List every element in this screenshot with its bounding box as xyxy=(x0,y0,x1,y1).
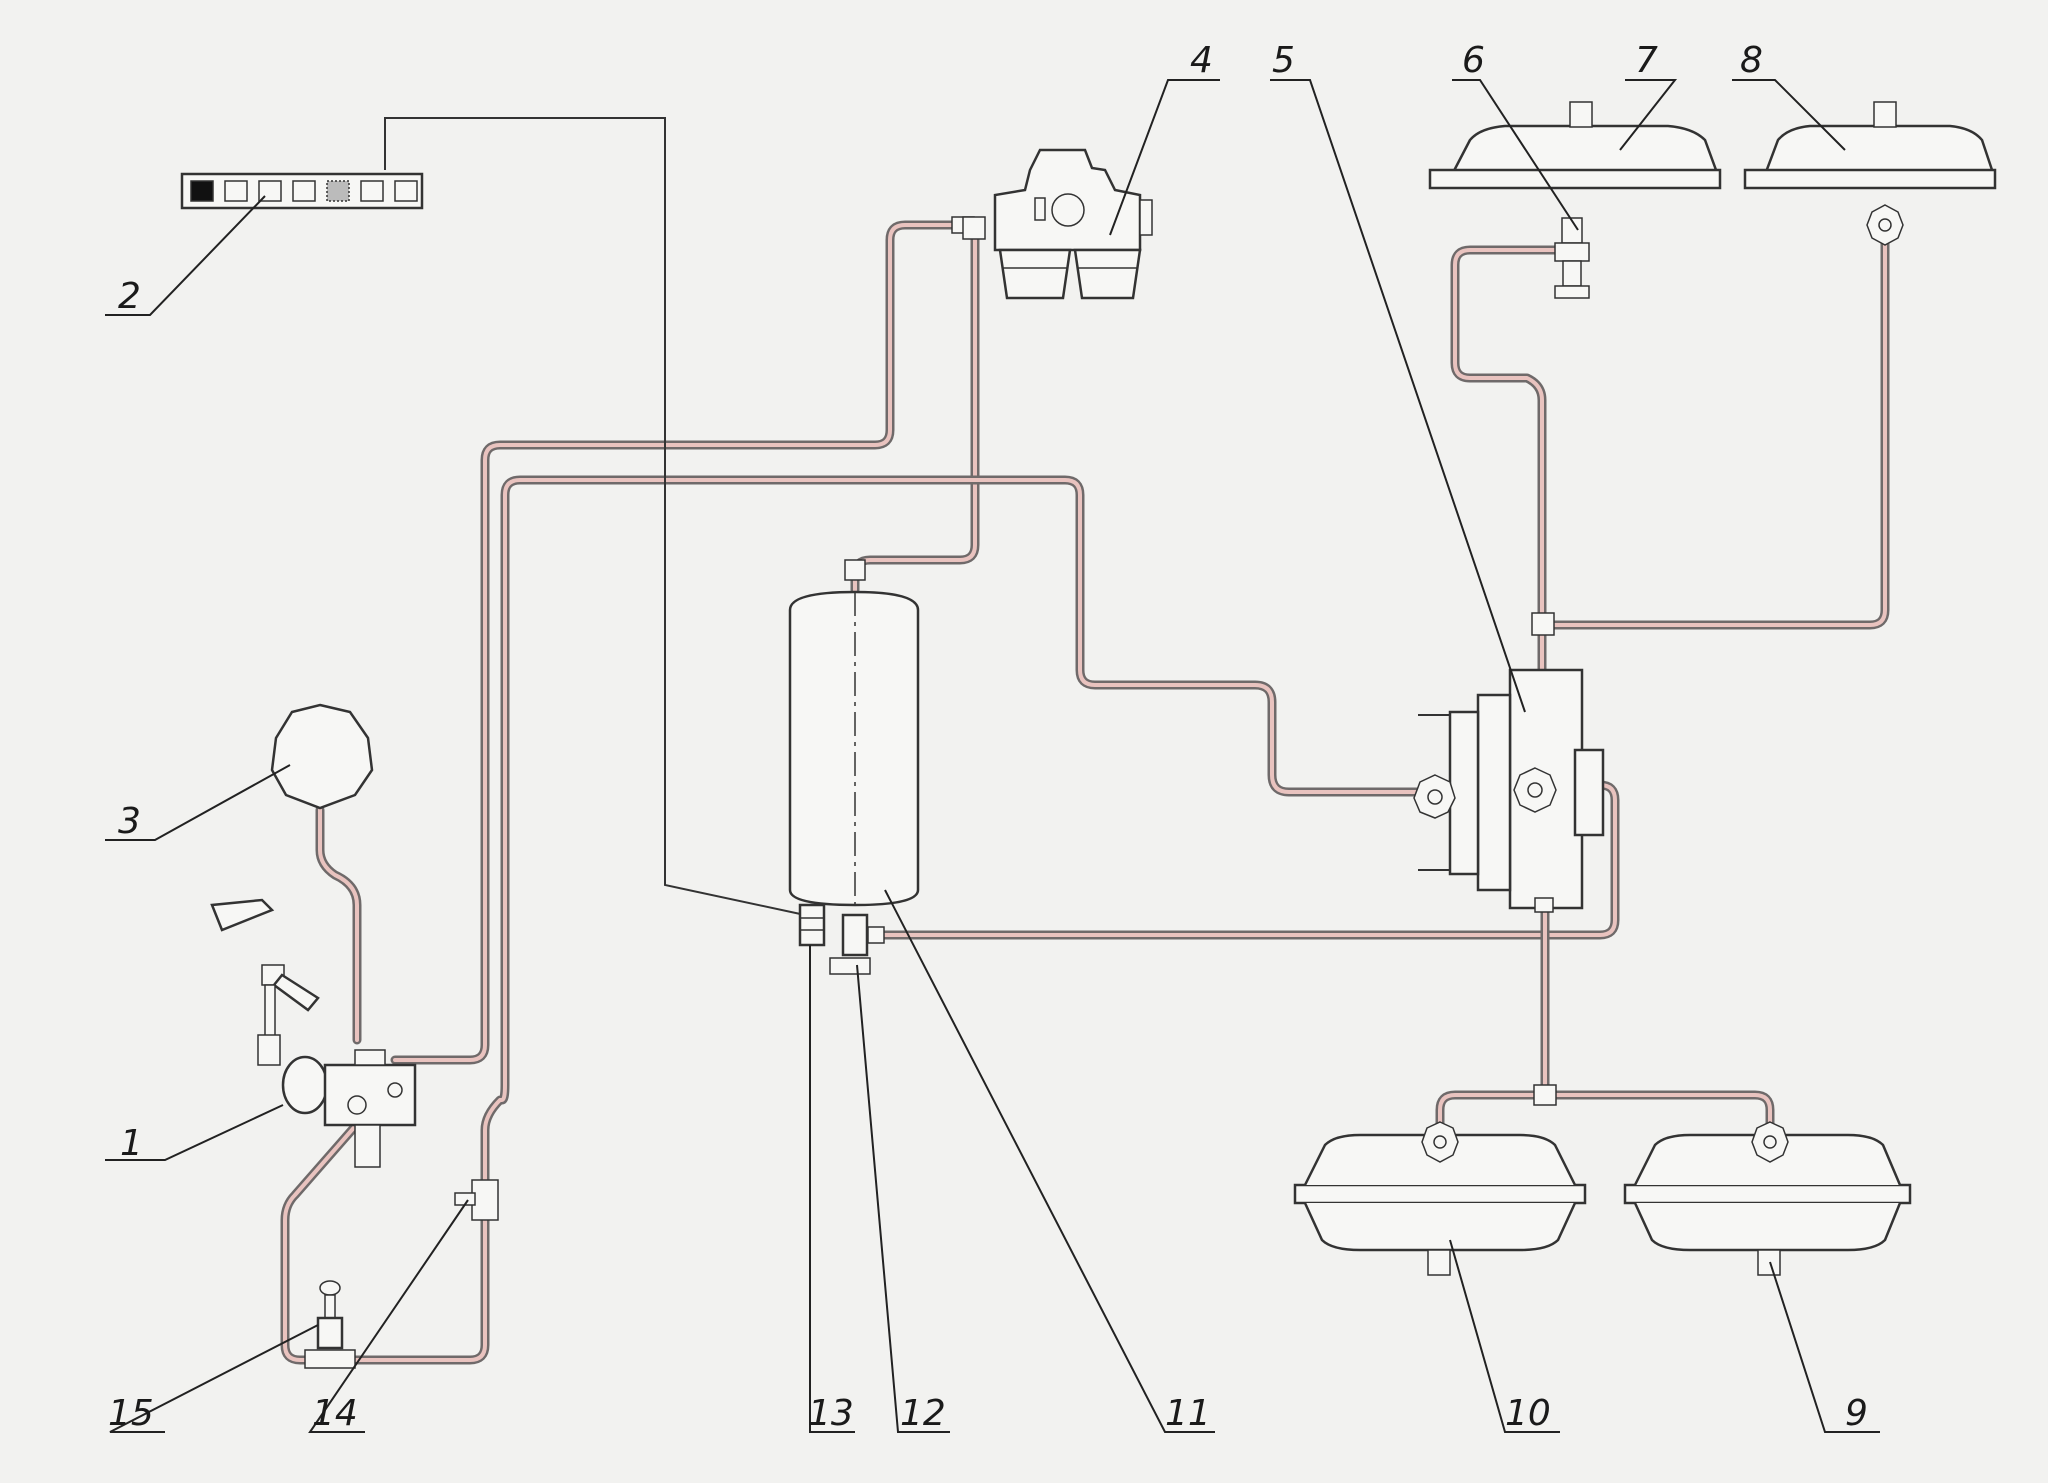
pressure-gauge xyxy=(270,703,374,810)
valve-stem xyxy=(1562,260,1582,287)
chamber-shell xyxy=(1633,1202,1902,1252)
chamber-rim xyxy=(1743,168,1997,190)
air-chamber-7 xyxy=(1428,101,1722,190)
indicator-lamp-on xyxy=(190,180,214,202)
indicator-lamp xyxy=(224,180,248,202)
callout-14: 14 xyxy=(312,1393,358,1434)
pipe-gauge-to-valve xyxy=(315,805,362,1045)
pipe-filter-to-receiver xyxy=(850,235,980,595)
chamber-drain-valve xyxy=(1554,217,1590,299)
valve-knob xyxy=(1554,285,1590,299)
pipe-network xyxy=(280,220,1890,1365)
indicator-panel xyxy=(180,172,424,210)
filter-port-nut xyxy=(1034,197,1046,221)
callout-4: 4 xyxy=(1190,40,1213,81)
chamber-vent xyxy=(1569,101,1593,128)
rod-coupling xyxy=(257,1034,281,1066)
chamber-vent xyxy=(1427,1249,1451,1276)
valve-housing xyxy=(316,1316,344,1350)
pipe-bottom-loop xyxy=(280,1110,490,1365)
air-chamber-8 xyxy=(1743,101,1997,246)
callout-12: 12 xyxy=(900,1393,946,1434)
tee-fitting xyxy=(1533,1084,1557,1106)
air-chamber-10 xyxy=(1293,1121,1587,1276)
chamber-shell xyxy=(1303,1202,1577,1252)
valve-handwheel xyxy=(319,1280,341,1296)
callout-9: 9 xyxy=(1845,1393,1868,1434)
chamber-vent xyxy=(1873,101,1897,128)
pipe-tee-to-distributor xyxy=(480,475,1440,1205)
tee-fitting xyxy=(962,216,986,240)
chamber-rim xyxy=(1428,168,1722,190)
signal-wire xyxy=(384,117,806,916)
distributor-flange-right xyxy=(1476,693,1512,892)
tee-fitting-14 xyxy=(454,1179,499,1221)
callout-7: 7 xyxy=(1635,40,1658,81)
drain-cock-side-port xyxy=(867,926,885,944)
valve-body xyxy=(323,1063,417,1127)
pedal-lever xyxy=(272,973,320,1012)
callout-8: 8 xyxy=(1740,40,1763,81)
brake-valve xyxy=(210,898,417,1168)
pipe-distributor-to-upper-chambers xyxy=(1450,235,1890,675)
chamber-vent xyxy=(1757,1249,1781,1276)
filter-bowl-right xyxy=(1073,248,1142,300)
callout-6: 6 xyxy=(1462,40,1485,81)
tee-fittings xyxy=(962,216,1557,1106)
callout-2: 2 xyxy=(118,276,141,317)
valve-fitting xyxy=(304,1349,356,1369)
callout-labels: 1 2 3 4 5 6 7 8 9 10 11 12 13 14 15 xyxy=(108,40,1868,1434)
sensor-body xyxy=(798,903,826,947)
indicator-lamp xyxy=(394,180,418,202)
valve-diaphragm xyxy=(281,1055,329,1115)
receiver-tank xyxy=(788,590,920,907)
receiver-drain-cock xyxy=(829,913,885,975)
tee-fitting xyxy=(1534,897,1554,913)
drain-valve xyxy=(304,1280,356,1369)
pedal-arrow xyxy=(210,898,275,932)
callout-15: 15 xyxy=(108,1393,154,1434)
valve-stem xyxy=(324,1294,336,1321)
indicator-lamp xyxy=(292,180,316,202)
air-distributor xyxy=(1413,668,1605,910)
callout-3: 3 xyxy=(118,801,141,842)
valve-port-top xyxy=(354,1049,386,1066)
callout-1: 1 xyxy=(120,1123,143,1164)
air-receiver xyxy=(788,559,920,907)
filter-bowl-left xyxy=(998,248,1072,300)
filter-separator xyxy=(951,148,1153,300)
drain-cock-handle xyxy=(829,957,871,975)
air-chamber-9 xyxy=(1623,1121,1912,1276)
pipe-receiver-to-distributor xyxy=(870,780,1620,940)
valve-port-bottom xyxy=(354,1124,381,1168)
valve-port-ring xyxy=(347,1095,367,1115)
indicator-lamp xyxy=(360,180,384,202)
filter-outlet xyxy=(1139,199,1153,236)
tee-fitting xyxy=(1531,612,1555,636)
valve-port-ring xyxy=(387,1082,403,1098)
valve-nut xyxy=(1554,242,1590,262)
callout-13: 13 xyxy=(808,1393,854,1434)
indicator-lamp-dim xyxy=(326,180,350,202)
pipe-valve-to-filter xyxy=(390,220,980,1065)
leader-lines xyxy=(105,79,1880,1433)
filter-port xyxy=(1051,193,1085,227)
pressure-sensor xyxy=(798,903,826,947)
pedal-rod xyxy=(264,984,276,1041)
distributor-side-block xyxy=(1573,748,1605,837)
drain-cock-body xyxy=(841,913,869,957)
pipe-distributor-to-lower-chambers xyxy=(1435,900,1775,1147)
callout-10: 10 xyxy=(1505,1393,1551,1434)
receiver-inlet-nut xyxy=(844,559,866,581)
chamber-rim xyxy=(1293,1183,1587,1205)
callout-5: 5 xyxy=(1272,40,1295,81)
chamber-rim xyxy=(1623,1183,1912,1205)
callout-11: 11 xyxy=(1165,1393,1211,1434)
